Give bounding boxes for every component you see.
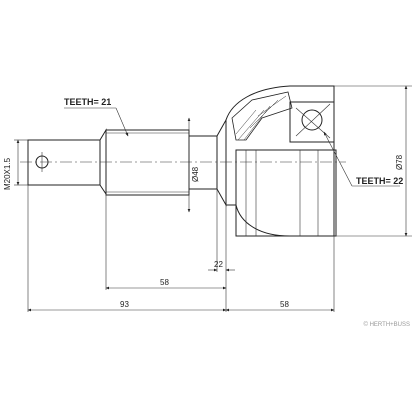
shaft-diameter-label: Ø48 <box>191 166 200 182</box>
shaft-diameter-dimension: Ø48 <box>187 117 200 213</box>
dim-93-label: 93 <box>120 300 129 309</box>
teeth-housing-label: TEETH= 22 <box>356 176 403 186</box>
dimension-58-shaft: 58 <box>105 278 227 290</box>
dimension-22: 22 <box>208 260 235 272</box>
splined-shaft <box>105 129 190 196</box>
joint-housing <box>225 85 337 237</box>
thread-label: M20X1.5 <box>3 157 12 190</box>
housing-diameter-dimension: Ø78 <box>334 85 412 237</box>
watermark: © HERTH+BUSS <box>364 321 411 328</box>
shaft-end <box>27 139 101 186</box>
shaft-body <box>188 118 227 207</box>
dimension-93: 93 <box>27 300 227 312</box>
teeth-housing-callout: TEETH= 22 <box>323 131 403 187</box>
housing-diameter-label: Ø78 <box>395 154 404 170</box>
thread-dimension: M20X1.5 <box>3 139 28 190</box>
dim-58-shaft-label: 58 <box>160 278 169 287</box>
dim-22-label: 22 <box>214 260 223 269</box>
teeth-shaft-label: TEETH= 21 <box>64 97 111 107</box>
dimension-58-housing: 58 <box>225 300 335 312</box>
dim-58-housing-label: 58 <box>280 300 289 309</box>
teeth-shaft-callout: TEETH= 21 <box>64 97 129 137</box>
